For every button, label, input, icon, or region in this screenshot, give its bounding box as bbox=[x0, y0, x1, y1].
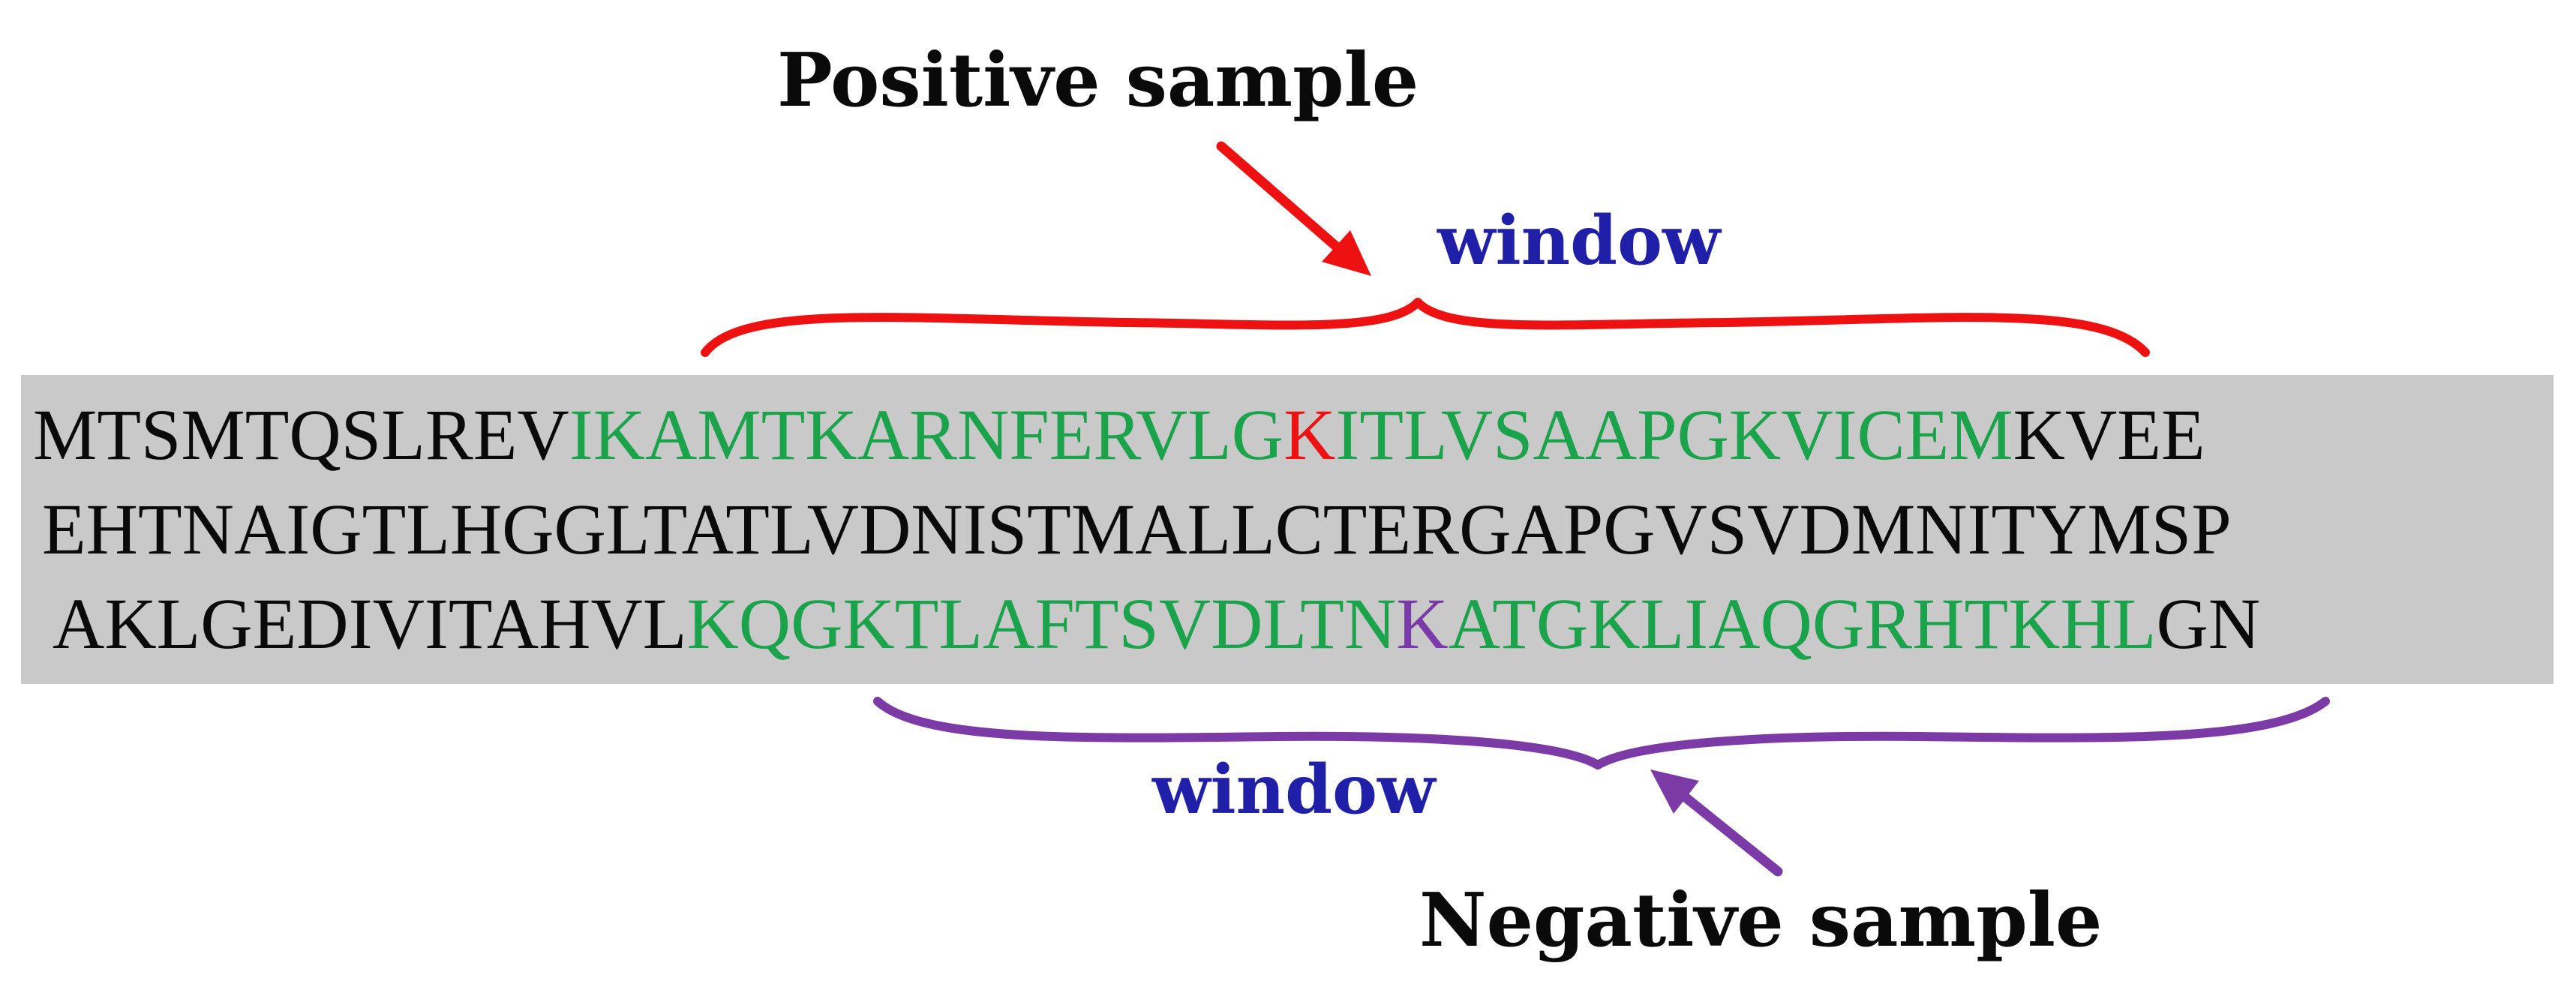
negative-arrowhead bbox=[1650, 770, 1699, 814]
sequence-segment-plain: EHTNAIGTLHGGLTATLVDNISTMALLCTERGAPGVSVDM… bbox=[42, 489, 2232, 569]
sequence-line-3: AKLGEDIVITAHVLKQGKTLAFTSVDLTNKATGKLIAQGR… bbox=[53, 588, 2260, 660]
sequence-segment-positive-site: K bbox=[1283, 394, 1336, 475]
positive-arrow bbox=[1216, 141, 1350, 259]
sequence-segment-plain: KVEE bbox=[2013, 394, 2205, 475]
negative-arrow bbox=[1674, 787, 1783, 877]
sequence-segment-window: ITLVSAAPGKVICEM bbox=[1335, 394, 2013, 475]
positive-arrowhead bbox=[1322, 230, 1371, 276]
sequence-segment-plain: GN bbox=[2156, 584, 2261, 664]
negative-sample-label: Negative sample bbox=[1419, 878, 2103, 964]
sequence-segment-window: KQGKTLAFTSVDLTN bbox=[686, 584, 1397, 664]
sequence-box bbox=[21, 375, 2553, 684]
negative-window-brace bbox=[873, 697, 2330, 770]
sequence-segment-window: IKAMTKARNFERVLG bbox=[569, 394, 1284, 475]
window-label-top: window bbox=[1437, 201, 1721, 280]
window-label-bottom: window bbox=[1152, 750, 1436, 830]
sequence-line-2: EHTNAIGTLHGGLTATLVDNISTMALLCTERGAPGVSVDM… bbox=[42, 494, 2232, 566]
sequence-segment-negative-site: K bbox=[1396, 584, 1449, 664]
sequence-line-1: MTSMTQSLREVIKAMTKARNFERVLGKITLVSAAPGKVIC… bbox=[33, 399, 2205, 471]
sequence-segment-plain: AKLGEDIVITAHVL bbox=[53, 584, 687, 664]
positive-window-brace bbox=[701, 298, 2150, 357]
sequence-segment-window: ATGKLIAQGRHTKHL bbox=[1448, 584, 2157, 664]
sequence-segment-plain: MTSMTQSLREV bbox=[33, 394, 569, 475]
positive-sample-label: Positive sample bbox=[777, 38, 1419, 124]
